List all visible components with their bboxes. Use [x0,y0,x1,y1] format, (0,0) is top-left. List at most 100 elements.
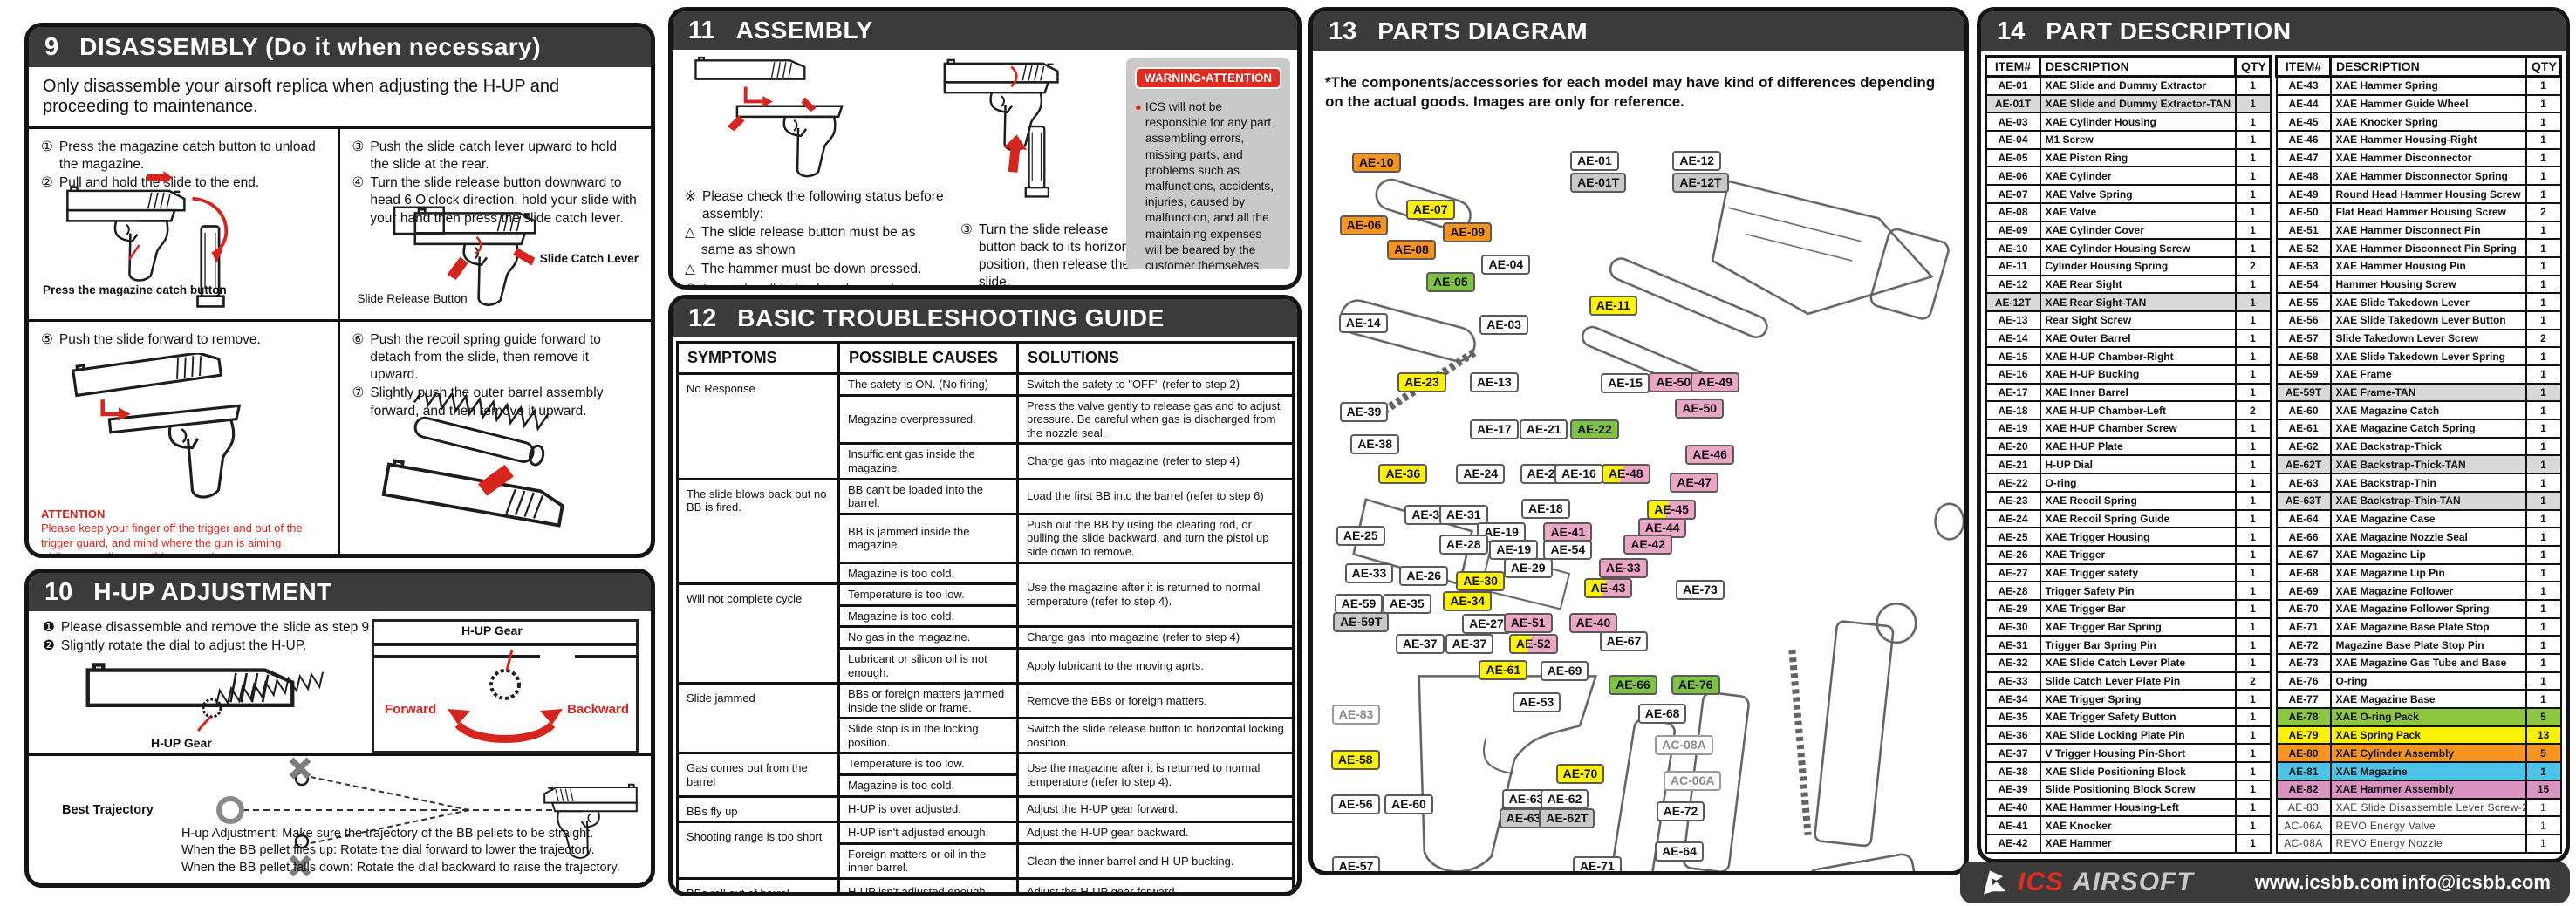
part-desc-cell: XAE Frame [2329,364,2527,385]
part-desc-cell: XAE Hammer Housing Pin [2329,255,2527,276]
part-qty-cell: 1 [2525,527,2562,547]
part-desc-cell: XAE Magazine Lip [2329,544,2527,565]
step-item: △The slide release button must be as sam… [685,224,946,259]
part-item-cell: AE-46 [2275,130,2332,150]
part-item-cell: AE-03 [1985,112,2041,133]
step-text: Push the slide forward to remove. [58,332,261,347]
part-label: AE-37 [1445,634,1494,655]
part-item-cell: AE-56 [2275,310,2332,330]
slide-catch-illustration [393,206,536,306]
slide-catch-lever-label: Slide Catch Lever [539,252,639,265]
step-marker: ① [41,140,53,154]
part-desc-cell: XAE Magazine Catch Spring [2329,419,2527,439]
cause-cell: The safety is ON. (No firing) [837,372,1019,397]
hup-caption: H-up Adjustment: Make sure the trajector… [181,826,620,877]
email-link[interactable]: info@icsbb.com [2402,871,2551,893]
part-label: AE-72 [1656,800,1705,821]
part-label: AE-59 [1334,594,1384,615]
part-qty-cell: 1 [2525,364,2562,385]
footer-bar: ICS AIRSOFT www.icsbb.com info@icsbb.com [1960,862,2570,903]
part-item-cell: AE-04 [1985,130,2041,150]
part-label: AE-51 [1503,613,1553,634]
part-item-cell: AC-08A [2275,833,2332,855]
part-label: AE-40 [1568,613,1618,634]
part-qty-cell: 1 [2234,436,2272,457]
part-desc-cell: XAE H-UP Bucking [2039,364,2237,385]
part-label: AE-18 [1521,499,1570,520]
part-item-cell: AE-47 [2275,147,2332,168]
part-desc-cell: XAE Slide and Dummy Extractor [2039,75,2237,96]
section10-number: 10 [44,577,73,606]
part-qty-cell: 1 [2525,598,2562,619]
part-item-cell: AE-15 [1985,346,2041,367]
part-desc-cell: Trigger Safety Pin [2039,581,2237,601]
part-label: AE-33 [1344,562,1394,583]
part-qty-cell: 1 [2234,815,2272,835]
solution-cell: Charge gas into magazine (refer to step … [1016,625,1295,650]
part-label: AE-22 [1570,419,1619,440]
part-label: AE-34 [1443,591,1493,612]
part-label: AE-16 [1554,463,1603,484]
section-parts-diagram: 13 PARTS DIAGRAM *The components/accesso… [1308,7,1969,875]
section13-number: 13 [1329,17,1357,45]
part-item-cell: AE-39 [1985,779,2041,800]
part-label: AE-54 [1543,540,1593,561]
part-label: AE-42 [1623,535,1672,555]
part-qty-cell: 1 [2234,382,2272,403]
part-qty-cell: 1 [2525,544,2562,565]
part-label: AE-26 [1399,566,1449,587]
part-item-cell: AE-63T [2275,490,2332,511]
solution-cell: Apply lubricant to the moving aprts. [1016,646,1295,685]
section12-title: BASIC TROUBLESHOOTING GUIDE [737,304,1165,331]
part-desc-cell: XAE Slide Takedown Lever Button [2329,310,2527,330]
part-desc-cell: XAE Hammer Disconnector Spring [2329,166,2527,187]
part-item-cell: AE-76 [2275,671,2332,691]
part-label: AC-06A [1663,770,1722,791]
part-qty-cell: 15 [2525,779,2562,800]
cause-cell: H-UP is over adjusted. [837,794,1019,824]
part-item-cell: AE-09 [1985,220,2041,241]
column-header: SYMPTOMS [676,341,840,375]
column-header: SOLUTIONS [1016,341,1295,375]
step-item: △The hammer must be down pressed. [685,261,946,278]
part-qty-cell: 1 [2525,833,2562,855]
solution-cell: Switch the slide release button to horiz… [1016,717,1295,755]
step-text: The slide release button must be as same… [700,225,916,258]
part-desc-cell: XAE Magazine Follower Spring [2329,598,2527,619]
cause-cell: Temperature is too low. [837,752,1019,777]
brand-airsoft: AIRSOFT [2073,868,2194,896]
part-qty-cell: 1 [2525,616,2562,637]
part-qty-cell: 1 [2234,473,2272,493]
part-desc-cell: Slide Positioning Block Screw [2039,779,2237,800]
part-desc-cell: XAE Cylinder Assembly [2329,743,2527,764]
symptom-cell: Shooting range is too short [676,821,840,881]
step-marker: ⑤ [41,332,53,347]
troubleshoot-row: Magazine overpressured.Press the valve g… [678,393,1295,446]
solution-cell: Press the valve gently to release gas an… [1016,393,1295,446]
part-item-cell: AE-13 [1985,310,2041,330]
part-item-cell: AE-18 [1985,400,2041,421]
cause-cell: Foreign matters or oil in the inner barr… [837,841,1019,881]
part-item-cell: AE-80 [2275,743,2332,764]
part-item-cell: AE-20 [1985,436,2041,457]
solution-cell: Use the magazine after it is returned to… [1016,561,1295,629]
part-label: AE-01T [1570,172,1627,193]
website-link[interactable]: www.icsbb.com [2254,871,2400,893]
